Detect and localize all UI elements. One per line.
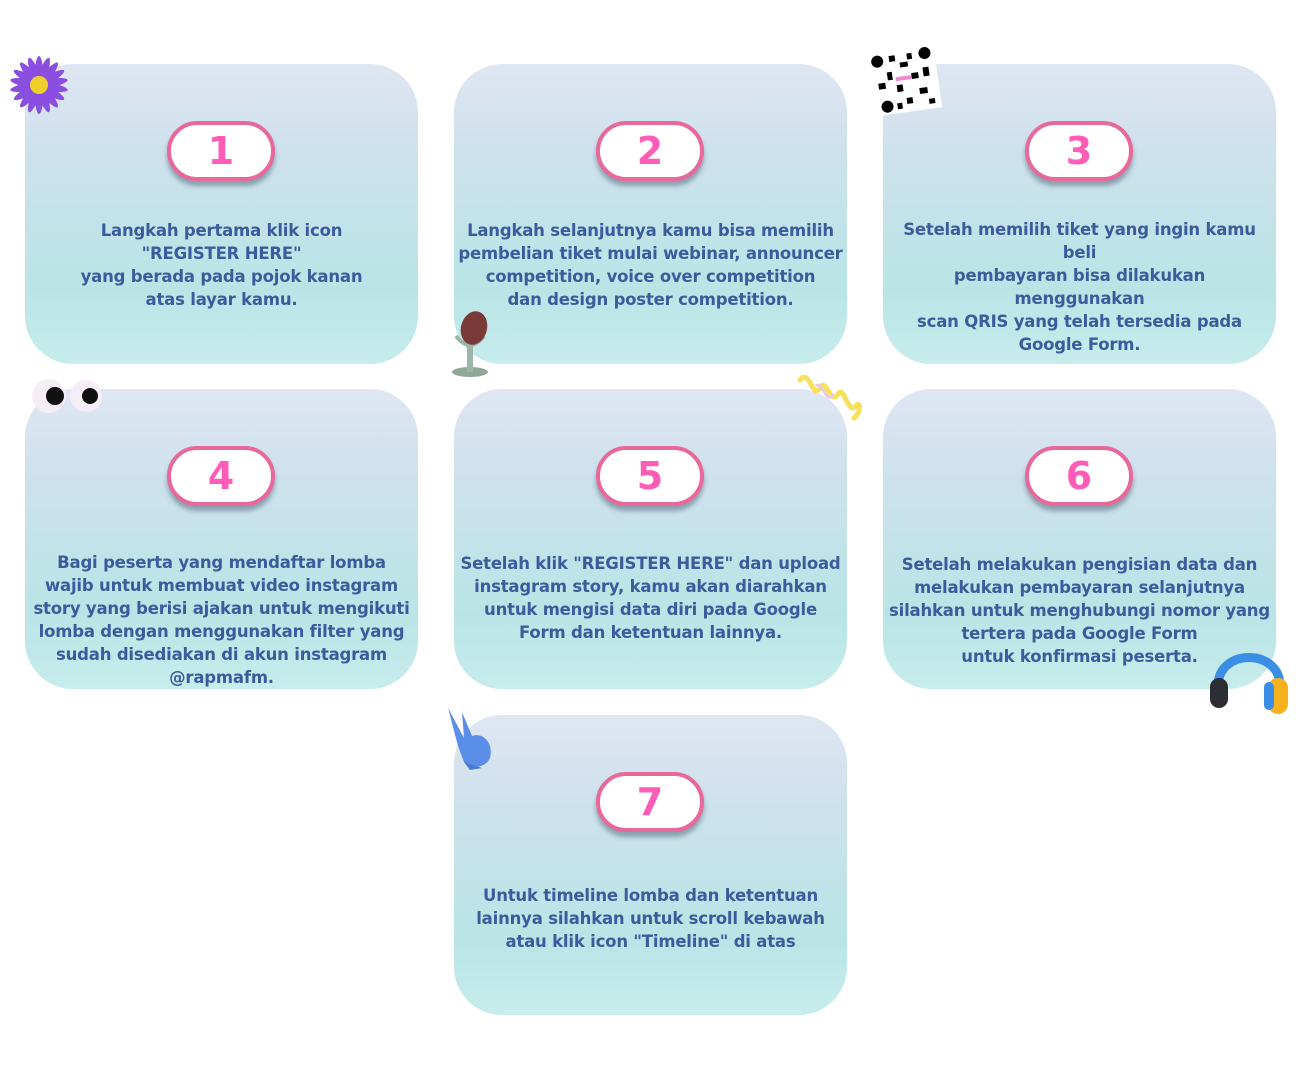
step-text: Setelah melakukan pengisian data dan mel… bbox=[889, 555, 1270, 666]
step-number-badge: 1 bbox=[167, 121, 275, 181]
qr-code-icon bbox=[867, 44, 943, 116]
peace-hand-icon bbox=[448, 708, 491, 770]
step-text: Langkah pertama klik icon "REGISTER HERE… bbox=[80, 221, 363, 309]
step-text: Langkah selanjutnya kamu bisa memilih pe… bbox=[458, 221, 843, 309]
step-text: Untuk timeline lomba dan ketentuan lainn… bbox=[476, 886, 825, 951]
step-card-6: 6 Setelah melakukan pengisian data dan m… bbox=[883, 389, 1276, 689]
step-number-badge: 5 bbox=[596, 446, 704, 506]
step-number-badge: 2 bbox=[596, 121, 704, 181]
flower-icon bbox=[10, 56, 68, 114]
step-number-badge: 7 bbox=[596, 772, 704, 832]
step-number-badge: 6 bbox=[1025, 446, 1133, 506]
step-text: Setelah klik "REGISTER HERE" dan upload … bbox=[460, 554, 841, 642]
step-number-badge: 4 bbox=[167, 446, 275, 506]
headphones-icon bbox=[1210, 653, 1288, 714]
step-card-2: 2 Langkah selanjutnya kamu bisa memilih … bbox=[454, 64, 847, 364]
step-card-1: 1 Langkah pertama klik icon "REGISTER HE… bbox=[25, 64, 418, 364]
step-card-3: 3 Setelah memilih tiket yang ingin kamu … bbox=[883, 64, 1276, 364]
step-card-4: 4 Bagi peserta yang mendaftar lomba waji… bbox=[25, 389, 418, 689]
step-number-badge: 3 bbox=[1025, 121, 1133, 181]
step-text: Bagi peserta yang mendaftar lomba wajib … bbox=[33, 553, 410, 687]
googly-eyes-icon bbox=[32, 379, 102, 413]
spiral-icon bbox=[797, 374, 862, 421]
step-card-7: 7 Untuk timeline lomba dan ketentuan lai… bbox=[454, 715, 847, 1015]
step-text: Setelah memilih tiket yang ingin kamu be… bbox=[903, 220, 1256, 354]
microphone-icon bbox=[452, 311, 488, 377]
step-card-5: 5 Setelah klik "REGISTER HERE" dan uploa… bbox=[454, 389, 847, 689]
